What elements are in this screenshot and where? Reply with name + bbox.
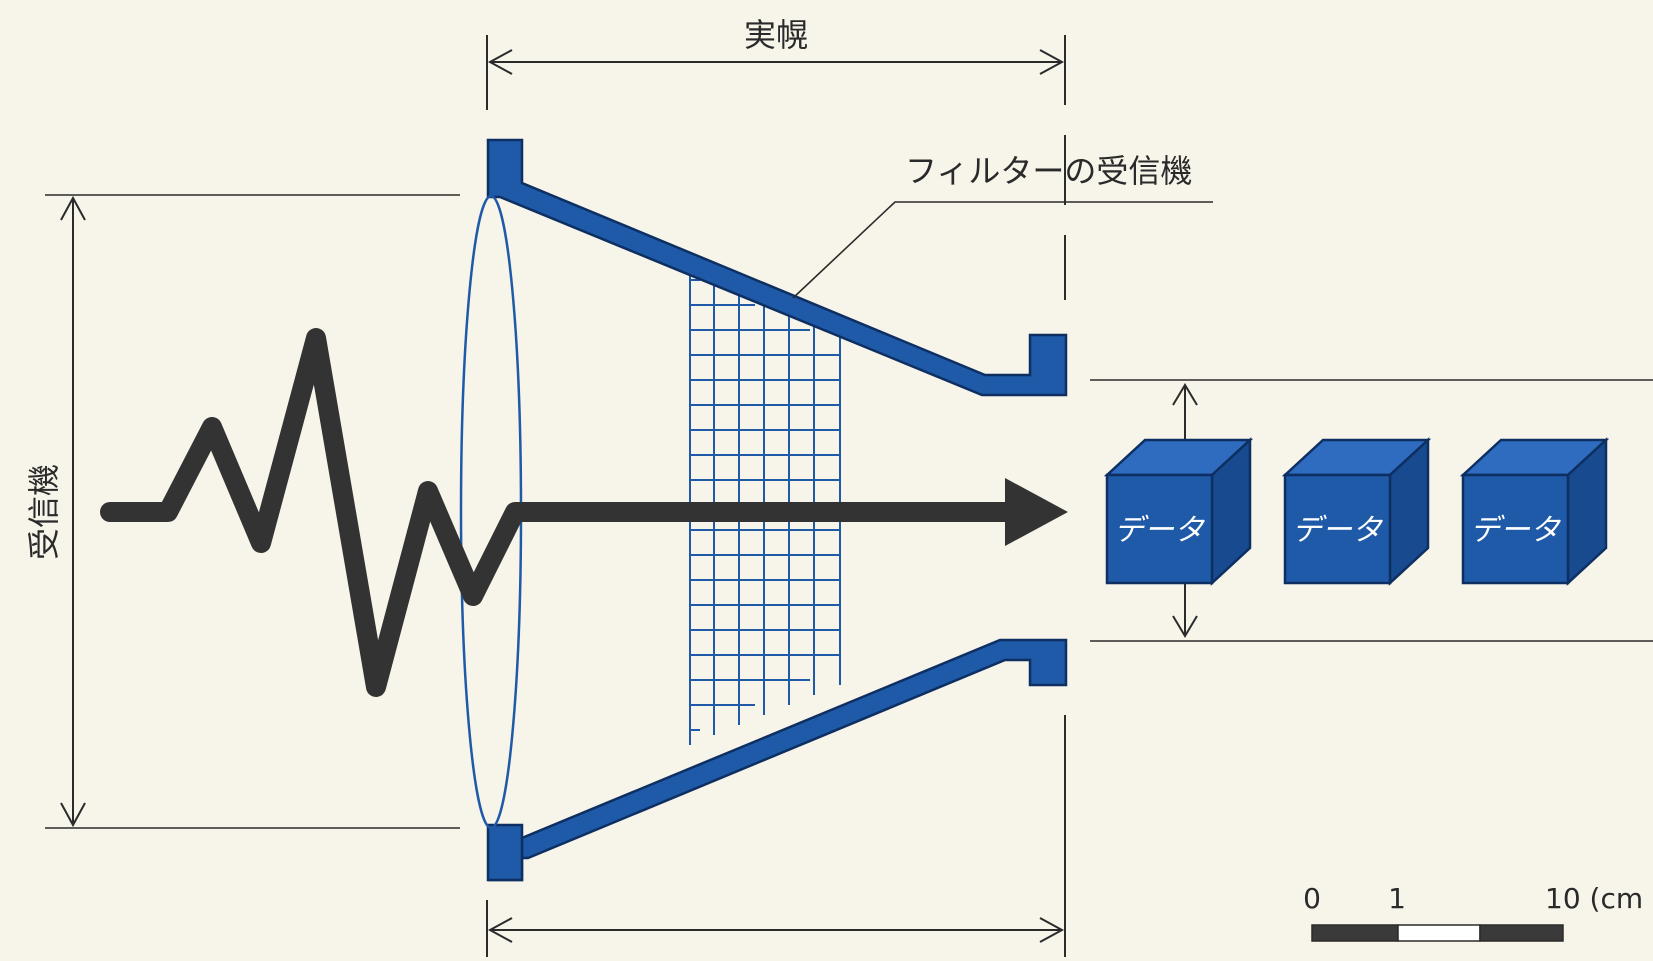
- top-dim-arrow-left: [487, 49, 513, 75]
- funnel-lower-wall: [488, 638, 1068, 882]
- top-dimension: 実幌: [486, 16, 1066, 300]
- cube-front-face: [1461, 473, 1570, 585]
- data-block-1: データ: [1103, 437, 1254, 586]
- bottom-dim-arrow-left: [487, 917, 513, 943]
- output-dim-arrow-top: [1172, 383, 1198, 406]
- data-block-label: データ: [1292, 513, 1383, 548]
- left-dimension: 受信機: [25, 194, 460, 829]
- scale-bar: 0 1 10 (cm: [1303, 882, 1643, 942]
- top-dim-arrow-right: [1039, 49, 1065, 75]
- funnel-upper-wall: [486, 138, 1068, 397]
- cube-front-face: [1105, 473, 1214, 585]
- left-dim-arrow-bottom: [60, 802, 86, 828]
- data-block-label: データ: [1470, 513, 1561, 548]
- signal-arrow-head: [1005, 478, 1068, 546]
- scale-tick-10: 10 (cm: [1545, 882, 1643, 915]
- scale-segment-3: [1479, 924, 1564, 942]
- output-dimension: [1090, 379, 1653, 642]
- callout-leader-line: [792, 201, 1213, 299]
- left-dimension-label: 受信機: [25, 464, 63, 560]
- filter-callout-label: フィルターの受信機: [905, 152, 1192, 190]
- scale-tick-1: 1: [1388, 882, 1406, 915]
- funnel-lower-flange: [486, 823, 524, 882]
- filter-callout: フィルターの受信機: [792, 152, 1213, 299]
- data-block-label: データ: [1114, 513, 1205, 548]
- left-dim-arrow-top: [60, 195, 86, 221]
- scale-segment-1: [1311, 924, 1399, 942]
- data-block-3: データ: [1459, 437, 1610, 586]
- output-dim-arrow-bottom: [1172, 615, 1198, 638]
- scale-segment-2: [1397, 924, 1481, 942]
- signal-waveform: [100, 328, 1020, 697]
- data-block-2: データ: [1281, 437, 1432, 586]
- top-dimension-label: 実幌: [744, 16, 808, 54]
- input-signal: [100, 328, 1068, 697]
- bottom-dimension: [486, 715, 1066, 957]
- cube-front-face: [1283, 473, 1392, 585]
- bottom-dim-arrow-right: [1039, 917, 1065, 943]
- scale-tick-0: 0: [1303, 882, 1321, 915]
